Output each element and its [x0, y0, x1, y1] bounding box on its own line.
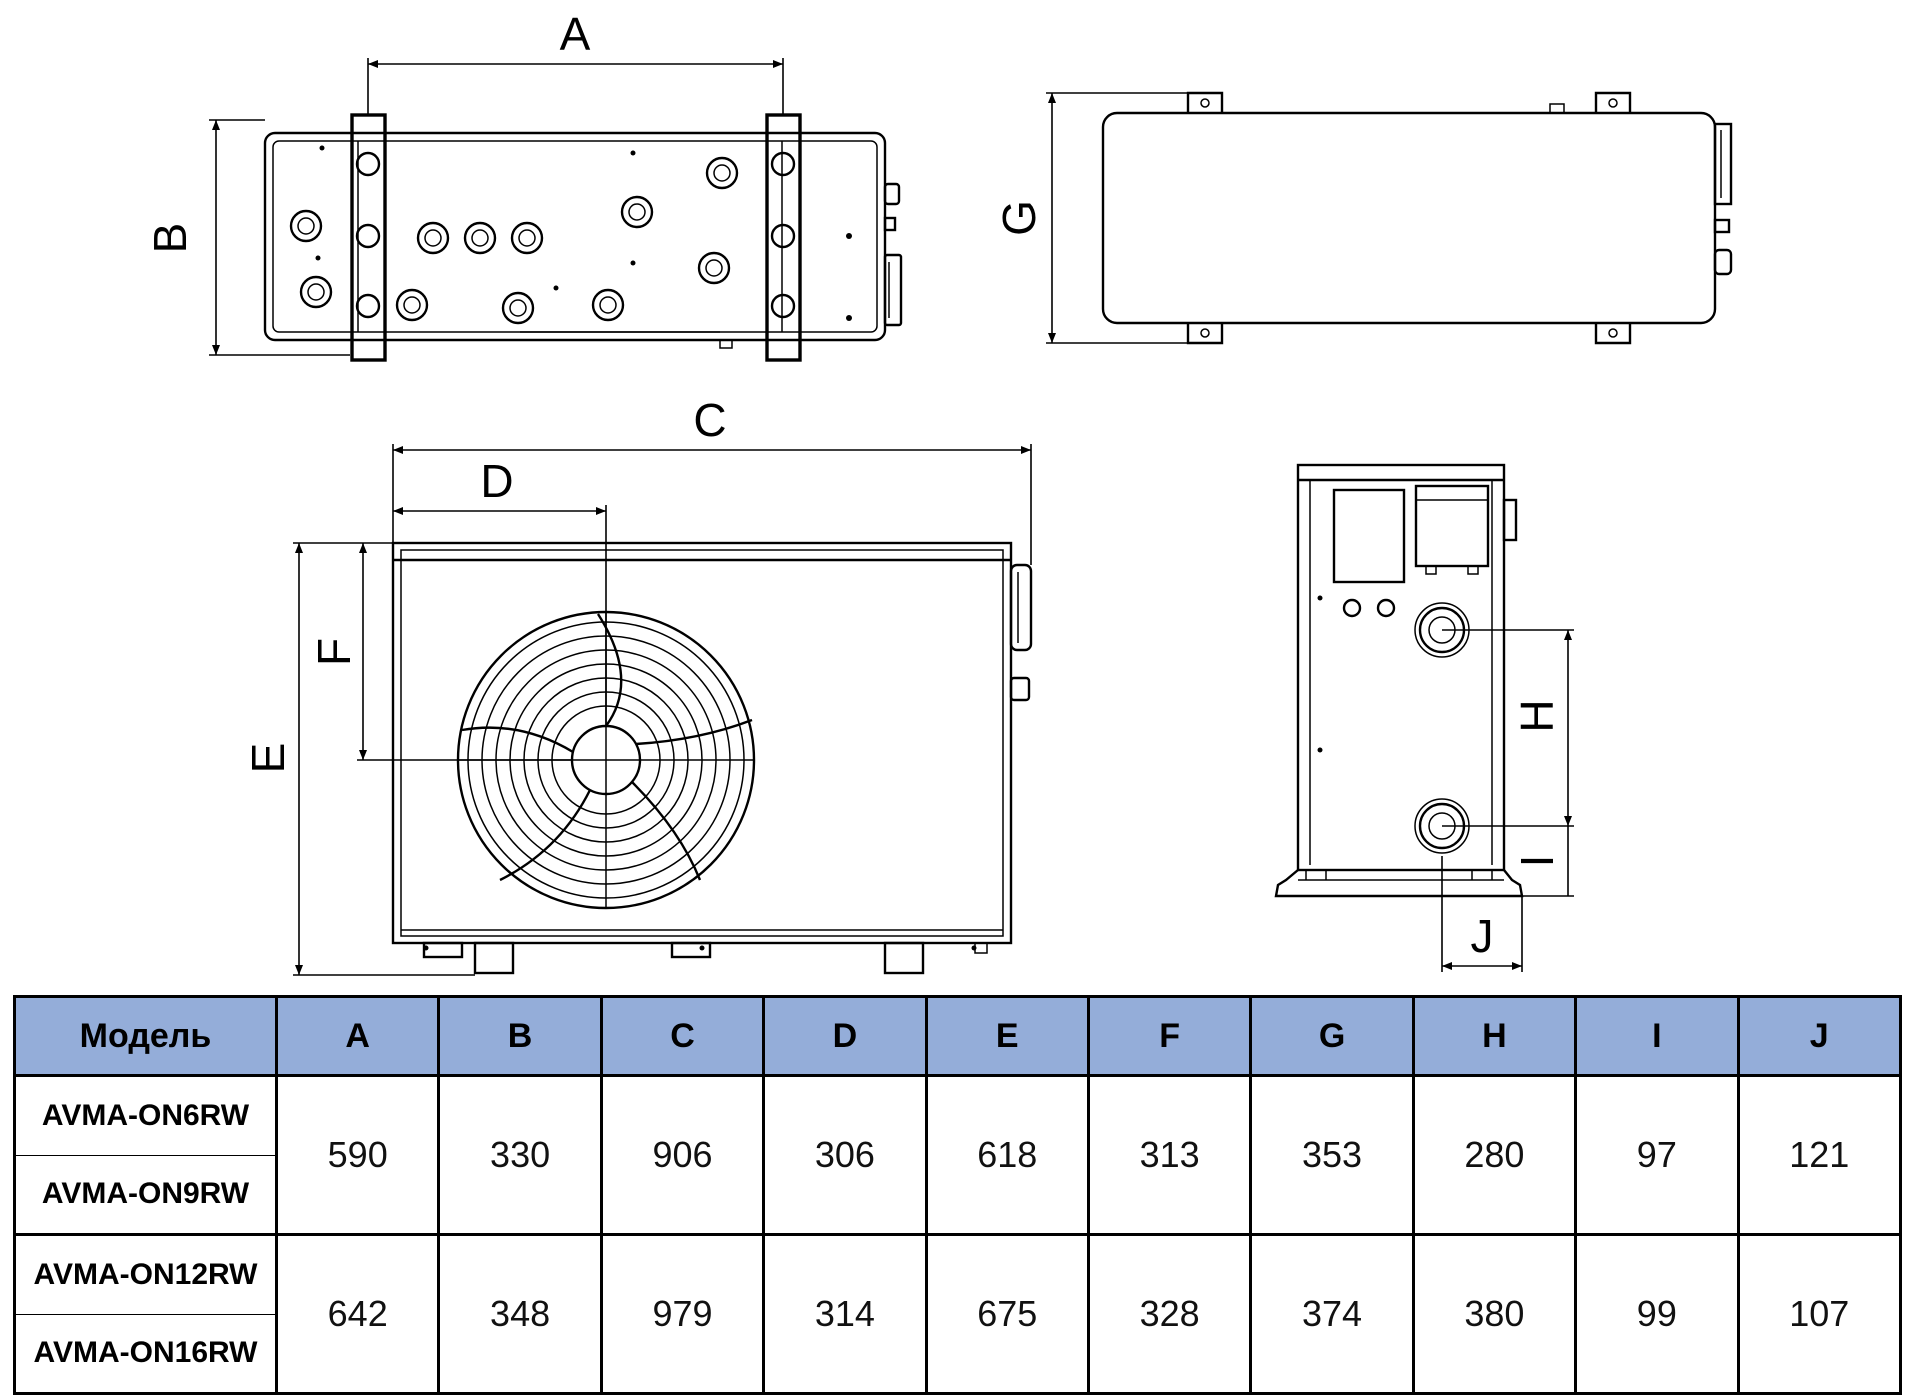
value-cell: 642 — [274, 1233, 441, 1395]
value-cell: 107 — [1736, 1233, 1903, 1395]
header-d: D — [762, 995, 928, 1077]
dim-label-i: I — [1511, 855, 1563, 868]
value-cell: 348 — [437, 1233, 603, 1395]
header-g: G — [1249, 995, 1415, 1077]
header-b: B — [437, 995, 603, 1077]
header-f: F — [1086, 995, 1253, 1077]
dim-label-f: F — [308, 638, 360, 666]
table-row: AVMA-ON6RW 590 330 906 306 618 313 353 2… — [13, 1074, 1903, 1236]
header-j: J — [1736, 995, 1903, 1077]
model-name: AVMA-ON12RW — [13, 1233, 278, 1315]
value-cell: 374 — [1249, 1233, 1415, 1395]
value-cell: 618 — [924, 1074, 1090, 1236]
model-name: AVMA-ON6RW — [13, 1074, 278, 1156]
value-cell: 313 — [1086, 1074, 1253, 1236]
dim-label-d: D — [480, 455, 513, 507]
table-row: AVMA-ON12RW 642 348 979 314 675 328 374 … — [13, 1233, 1903, 1395]
value-cell: 121 — [1736, 1074, 1903, 1236]
value-cell: 590 — [274, 1074, 441, 1236]
value-cell: 280 — [1411, 1074, 1578, 1236]
value-cell: 380 — [1411, 1233, 1578, 1395]
value-cell: 306 — [762, 1074, 928, 1236]
table-row: AVMA-ON9RW — [13, 1154, 1901, 1236]
dim-label-j: J — [1471, 910, 1494, 962]
value-cell: 314 — [762, 1233, 928, 1395]
header-model: Модель — [13, 995, 278, 1077]
top-view — [209, 58, 903, 362]
model-name: AVMA-ON9RW — [13, 1154, 278, 1236]
technical-drawing: A B C D E F G H I J — [144, 8, 1733, 976]
value-cell: 353 — [1249, 1074, 1415, 1236]
value-cell: 979 — [599, 1233, 766, 1395]
header-a: A — [274, 995, 441, 1077]
value-cell: 330 — [437, 1074, 603, 1236]
dim-label-a: A — [560, 8, 591, 60]
value-cell: 906 — [599, 1074, 766, 1236]
dim-label-e: E — [242, 743, 294, 774]
model-name: AVMA-ON16RW — [13, 1313, 278, 1395]
dim-label-c: C — [693, 394, 726, 446]
dim-label-h: H — [1511, 699, 1563, 732]
table-row: AVMA-ON16RW — [13, 1313, 1901, 1395]
header-e: E — [924, 995, 1090, 1077]
header-c: C — [599, 995, 766, 1077]
front-view — [293, 444, 1033, 976]
dim-label-b: B — [144, 223, 196, 254]
value-cell: 99 — [1574, 1233, 1740, 1395]
rear-view — [1274, 463, 1574, 972]
header-h: H — [1411, 995, 1578, 1077]
value-cell: 328 — [1086, 1233, 1253, 1395]
header-i: I — [1574, 995, 1740, 1077]
value-cell: 675 — [924, 1233, 1090, 1395]
dim-label-g: G — [993, 200, 1045, 236]
value-cell: 97 — [1574, 1074, 1740, 1236]
table-header-row: Модель A B C D E F G H I J — [13, 995, 1903, 1077]
dimensions-table: Модель A B C D E F G H I J AVMA-ON6RW 59… — [13, 995, 1903, 1395]
side-view — [1046, 91, 1733, 345]
